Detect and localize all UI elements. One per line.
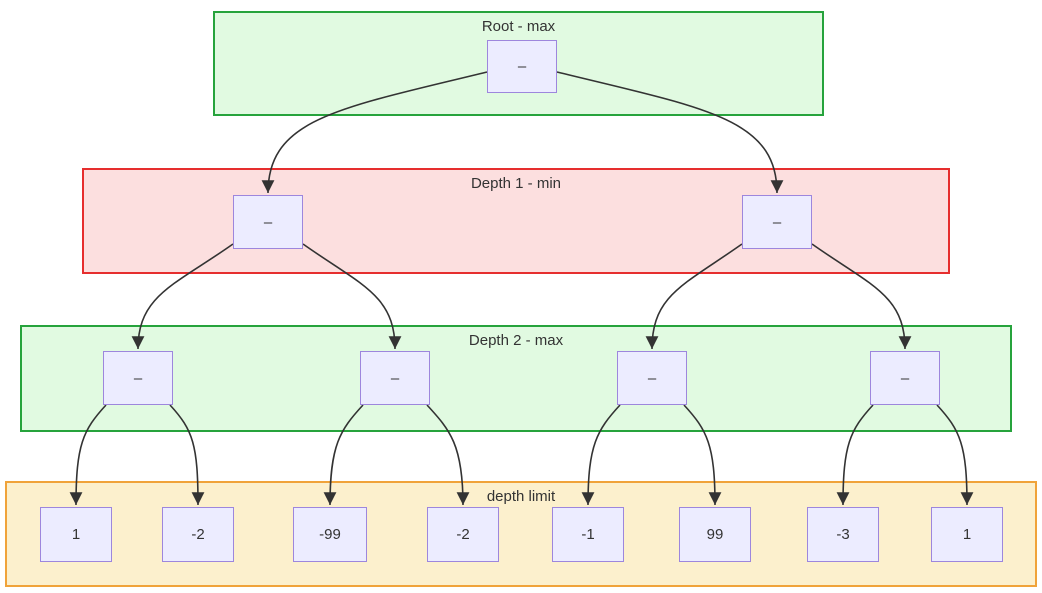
leaf-node-8: 1	[931, 507, 1003, 562]
edge-d2b-leaf4	[426, 404, 470, 506]
node-depth2-4: –	[870, 351, 940, 405]
leaf-node-1-value: 1	[71, 526, 81, 543]
band-depth1-title: Depth 1 - min	[470, 175, 562, 192]
node-root: –	[487, 40, 557, 93]
leaf-node-4: -2	[427, 507, 499, 562]
leaf-node-2-value: -2	[191, 526, 205, 543]
leaf-node-7-value: -3	[836, 526, 850, 543]
edge-d2c-leaf5	[581, 404, 621, 506]
edge-d1b-d2d	[811, 243, 912, 350]
leaf-node-7: -3	[807, 507, 879, 562]
leaf-node-2: -2	[162, 507, 234, 562]
node-depth1-left: –	[233, 195, 303, 249]
edge-d2b-leaf3	[323, 404, 364, 506]
band-root-title: Root - max	[481, 18, 556, 35]
node-depth2-3-label: –	[647, 369, 657, 387]
edge-d1a-d2a	[131, 243, 234, 350]
edge-d2c-leaf6	[683, 404, 722, 506]
band-root: Root - max	[213, 11, 824, 116]
edge-d2a-leaf1	[69, 404, 107, 506]
node-depth2-1-label: –	[133, 369, 143, 387]
edge-root-d1b	[556, 71, 784, 194]
edge-d2d-leaf8	[936, 404, 974, 506]
leaf-node-4-value: -2	[456, 526, 470, 543]
edge-root-d1a	[261, 71, 488, 194]
node-depth1-right: –	[742, 195, 812, 249]
leaf-node-8-value: 1	[962, 526, 972, 543]
node-depth2-1: –	[103, 351, 173, 405]
edge-d1b-d2c	[645, 243, 743, 350]
leaf-node-1: 1	[40, 507, 112, 562]
leaf-node-3-value: -99	[319, 526, 341, 543]
band-depth-limit-title: depth limit	[486, 488, 556, 505]
node-root-label: –	[517, 58, 527, 75]
node-depth1-right-label: –	[772, 213, 782, 231]
edge-d2d-leaf7	[836, 404, 874, 506]
node-depth2-4-label: –	[900, 369, 910, 387]
band-depth2: Depth 2 - max	[20, 325, 1012, 432]
leaf-node-3: -99	[293, 507, 367, 562]
node-depth1-left-label: –	[263, 213, 273, 231]
leaf-node-6-value: 99	[706, 526, 724, 543]
edge-d2a-leaf2	[169, 404, 205, 506]
node-depth2-3: –	[617, 351, 687, 405]
edge-d1a-d2b	[302, 243, 402, 350]
leaf-node-5-value: -1	[581, 526, 595, 543]
node-depth2-2: –	[360, 351, 430, 405]
node-depth2-2-label: –	[390, 369, 400, 387]
leaf-node-5: -1	[552, 507, 624, 562]
band-depth2-title: Depth 2 - max	[468, 332, 564, 349]
leaf-node-6: 99	[679, 507, 751, 562]
